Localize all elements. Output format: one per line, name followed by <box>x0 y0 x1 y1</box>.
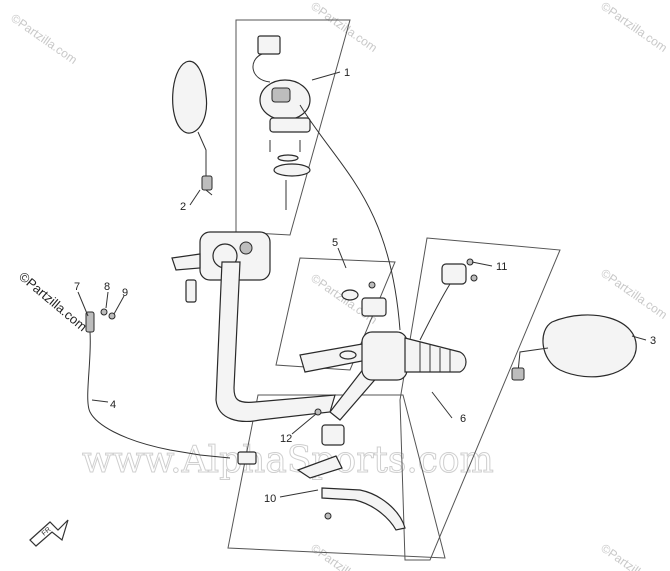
watermark-partzilla-left-dark: ©Partzilla.com <box>16 269 90 334</box>
watermark-partzilla-top-center: ©Partzilla.com <box>308 0 380 55</box>
callout-8: 8 <box>104 281 110 293</box>
callout-4: 4 <box>110 399 116 411</box>
callout-7: 7 <box>74 281 80 293</box>
callout-6: 6 <box>460 413 466 425</box>
callout-9: 9 <box>122 287 128 299</box>
svg-text:FR: FR <box>41 526 53 537</box>
watermark-alphasports: www.AlphaSports.com <box>82 440 494 481</box>
left-switch-housing <box>252 35 401 331</box>
right-mirror <box>511 314 637 381</box>
throttle-grip <box>361 331 467 381</box>
brake-cable <box>85 308 257 465</box>
left-mirror <box>172 60 213 196</box>
callout-11: 11 <box>496 261 507 273</box>
callouts: 1 2 3 4 5 6 7 8 9 10 11 12 <box>74 67 656 505</box>
watermark-partzilla-top-left: ©Partzilla.com <box>8 11 80 67</box>
callout-2: 2 <box>180 201 186 213</box>
watermark-partzilla-top-right: ©Partzilla.com <box>598 0 670 55</box>
callout-1: 1 <box>344 67 350 79</box>
callout-12: 12 <box>280 433 292 445</box>
throttle-small-parts <box>419 258 478 341</box>
box-switch-assembly-left <box>235 19 351 236</box>
callout-3: 3 <box>650 335 656 347</box>
right-switch-parts <box>339 281 387 360</box>
watermark-partzilla-mid-right: ©Partzilla.com <box>598 266 670 322</box>
box-switch-assembly-right <box>275 257 396 371</box>
leader-lines <box>77 71 647 498</box>
brake-lever <box>296 408 406 531</box>
callout-5: 5 <box>332 237 338 249</box>
callout-10: 10 <box>264 493 276 505</box>
watermark-partzilla-bottom-right: ©Partzilla.com <box>598 541 670 571</box>
box-throttle-assembly <box>399 237 561 561</box>
front-direction-arrow-icon: FR <box>29 519 69 547</box>
watermark-partzilla-bottom-center: ©Partzilla.com <box>308 541 380 571</box>
